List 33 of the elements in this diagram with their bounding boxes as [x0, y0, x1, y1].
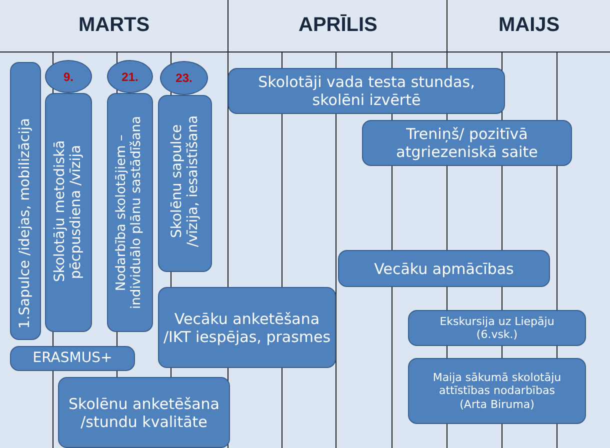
activity-bar	[158, 95, 212, 272]
activity-label: Nodarbība skolotājiem – individuālo plānu sastādīšana	[115, 115, 145, 312]
activity-box	[408, 358, 586, 424]
activity-label: Skolēnu sapulce /vīzija, iesaistīšana	[168, 114, 202, 250]
date-label: 23.	[176, 71, 192, 85]
activity-box	[10, 346, 135, 371]
activity-label: Treniņš/ pozitīvā atgriezeniskā saite	[395, 125, 539, 161]
date-oval	[160, 61, 208, 95]
activity-label: Vecāku apmācības	[374, 260, 514, 278]
month-header: APRĪLIS	[298, 14, 378, 37]
activity-box	[158, 287, 336, 368]
activity-bar	[10, 62, 41, 340]
date-label: 21.	[122, 70, 138, 84]
activity-label: Vecāku anketēšana /IKT iespējas, prasmes	[163, 310, 331, 346]
activity-label: Ekskursija uz Liepāju (6.vsk.)	[438, 314, 556, 342]
activity-box	[408, 310, 586, 346]
date-oval	[107, 60, 153, 93]
activity-bar	[45, 93, 92, 332]
activity-bar	[107, 93, 153, 332]
activity-box	[362, 120, 572, 166]
activity-label: Skolotāju metodiskā pēcpusdiena /vīzija	[52, 140, 85, 284]
activity-label: ERASMUS+	[32, 350, 112, 367]
activity-box	[228, 68, 505, 114]
activity-label: Skolotāji vada testa stundas, skolēni izvērtē	[257, 73, 476, 109]
activity-label: Skolēnu anketēšana /stundu kvalitāte	[68, 394, 220, 430]
activity-box	[58, 377, 230, 448]
activity-box	[338, 250, 550, 287]
date-oval	[45, 60, 92, 93]
activity-label: 1.Sapulce /idejas, mobilizācija	[17, 118, 34, 329]
month-header: MAIJS	[498, 14, 560, 37]
date-label: 9.	[63, 70, 74, 84]
month-header: MARTS	[78, 14, 150, 37]
activity-label: Maija sākumā skolotāju attīstības nodarbības (Arta Biruma)	[432, 371, 562, 411]
